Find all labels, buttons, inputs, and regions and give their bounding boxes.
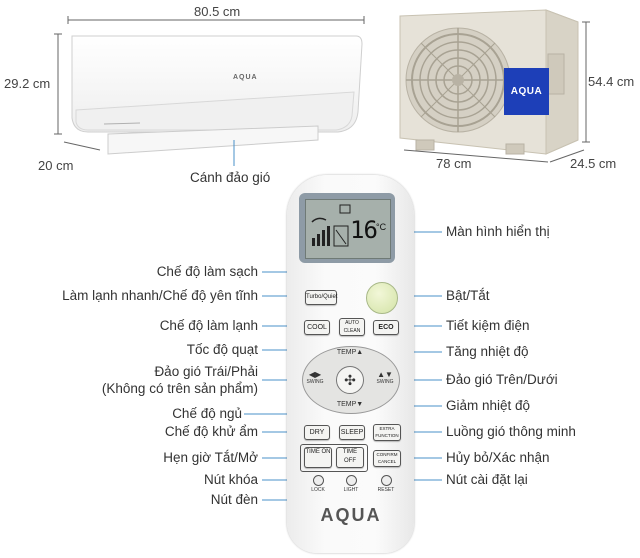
indoor-unit [68,32,364,162]
dim-indoor-depth: 20 cm [38,158,74,173]
label-display: Màn hình hiển thị [446,224,550,239]
swing-left-button[interactable]: ◀▶ SWING [305,370,325,392]
display-icons [311,204,351,247]
label-fan-speed: Tốc độ quạt [186,342,258,357]
dry-button[interactable]: DRY [304,425,330,440]
time-on-button[interactable]: TIME ON [304,447,332,468]
temp-up-label: TEMP▲ [336,349,364,356]
confirm-cancel-button[interactable]: CONFIRM CANCEL [373,450,401,467]
label-clean: Chế độ làm sạch [156,264,258,279]
outdoor-brand-text: AQUA [510,86,543,97]
swing-right-arrow-icon: ▲▼ [377,370,393,379]
outdoor-unit [396,8,580,158]
lock-button[interactable] [313,475,324,486]
label-temp-up: Tăng nhiệt độ [446,344,529,359]
extra-function-button[interactable]: EXTRA FUNCTION [373,424,401,441]
label-power: Bật/Tắt [446,288,490,303]
indoor-unit-drawing [71,35,363,155]
label-light: Nút đèn [210,492,258,507]
caption-louver: Cánh đảo gió [190,170,271,185]
swing-left-label: SWING [306,379,324,385]
dim-outdoor-depth: 24.5 cm [570,156,617,171]
indoor-logo: AQUA [233,74,258,81]
light-button[interactable] [346,475,357,486]
label-reset: Nút cài đặt lại [446,472,528,487]
label-swing-lr: Đảo gió Trái/Phải [154,364,258,379]
temp-down-button[interactable]: TEMP▼ [320,398,380,412]
dim-outdoor-width: 78 cm [436,156,472,171]
time-off-button[interactable]: TIME OFF [336,447,364,468]
dim-indoor-height: 29.2 cm [4,76,51,91]
swing-right-button[interactable]: ▲▼ SWING [375,370,395,392]
label-cool: Chế độ làm lạnh [159,318,258,333]
dim-indoor-width: 80.5 cm [194,4,241,19]
label-swing-ud: Đảo gió Trên/Dưới [446,372,558,387]
temp-down-label: TEMP▼ [336,401,364,408]
label-swing-lr-note: (Không có trên sản phẩm) [101,381,258,396]
eco-button[interactable]: ECO [373,320,399,335]
label-dry: Chế độ khử ẩm [164,424,258,439]
label-lock: Nút khóa [203,472,258,487]
label-timer: Hẹn giờ Tắt/Mở [163,450,258,465]
label-temp-down: Giảm nhiệt độ [446,398,531,413]
remote-display: 16 °C [305,199,391,259]
display-temperature: 16 [350,216,378,244]
lock-label: LOCK [311,487,325,493]
reset-button[interactable] [381,475,392,486]
light-label: LIGHT [343,487,359,493]
cool-button[interactable]: COOL [304,320,330,335]
timer-group [300,444,368,472]
sleep-button[interactable]: SLEEP [339,425,365,440]
remote-logo: AQUA [320,505,382,525]
label-eco: Tiết kiệm điện [446,318,530,333]
reset-label: RESET [377,487,395,493]
label-sleep: Chế độ ngủ [172,406,242,421]
label-smart-air: Luồng gió thông minh [446,424,576,439]
auto-clean-button[interactable]: AUTO CLEAN [339,318,365,336]
temp-up-button[interactable]: TEMP▲ [320,346,380,360]
label-confirm: Hủy bỏ/Xác nhận [446,450,550,465]
fan-icon: ✣ [344,372,356,388]
swing-right-label: SWING [376,379,394,385]
outdoor-unit-drawing [399,9,579,155]
display-unit: °C [376,222,387,232]
turbo-quiet-button[interactable]: Turbo/Quiet [305,290,337,305]
outdoor-brand-badge: AQUA [504,68,549,115]
power-button[interactable] [366,282,398,314]
fan-speed-button[interactable]: ✣ [336,366,364,394]
dim-outdoor-height: 54.4 cm [588,74,635,89]
label-turbo-quiet: Làm lạnh nhanh/Chế độ yên tĩnh [62,288,258,303]
swing-left-arrow-icon: ◀▶ [308,370,322,379]
